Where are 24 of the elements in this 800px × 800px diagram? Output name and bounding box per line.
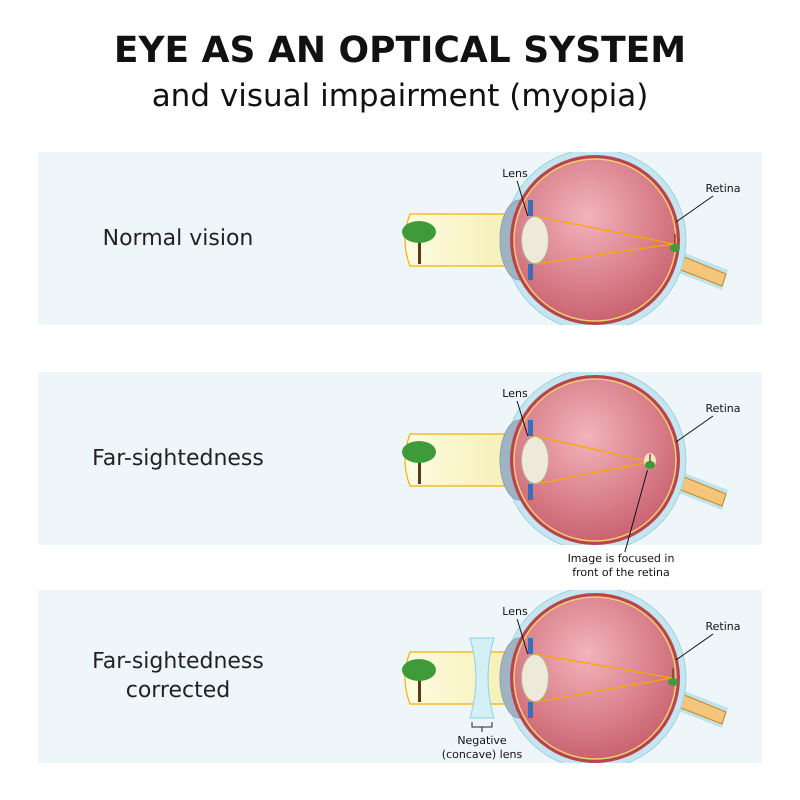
part-label: Lens [495,605,535,619]
part-label: Lens [495,387,535,401]
leader-line [676,416,714,442]
concave-lens [469,637,495,719]
part-label: Lens [495,167,535,181]
part-label: Retina [698,620,748,634]
leader-line [676,196,714,222]
panel-heading: Far-sightedness [91,444,265,472]
inverted-image-icon [643,452,657,470]
eye-lens [521,216,549,264]
leader-line [676,634,714,660]
panel-background [38,590,762,763]
panel-background [38,372,762,545]
lens-caption: Negative (concave) lens [440,734,524,762]
panel-heading: Normal vision [102,224,254,252]
part-label: Retina [698,402,748,416]
eye-lens [521,436,549,484]
title: EYE AS AN OPTICAL SYSTEM [112,30,688,71]
panel-heading: Far-sightedness corrected [91,648,265,705]
eye-lens [521,654,549,702]
panel-background [38,152,762,325]
part-label: Retina [698,182,748,196]
subtitle: and visual impairment (myopia) [150,78,650,114]
part-label: Image is focused in front of the retina [562,552,680,580]
